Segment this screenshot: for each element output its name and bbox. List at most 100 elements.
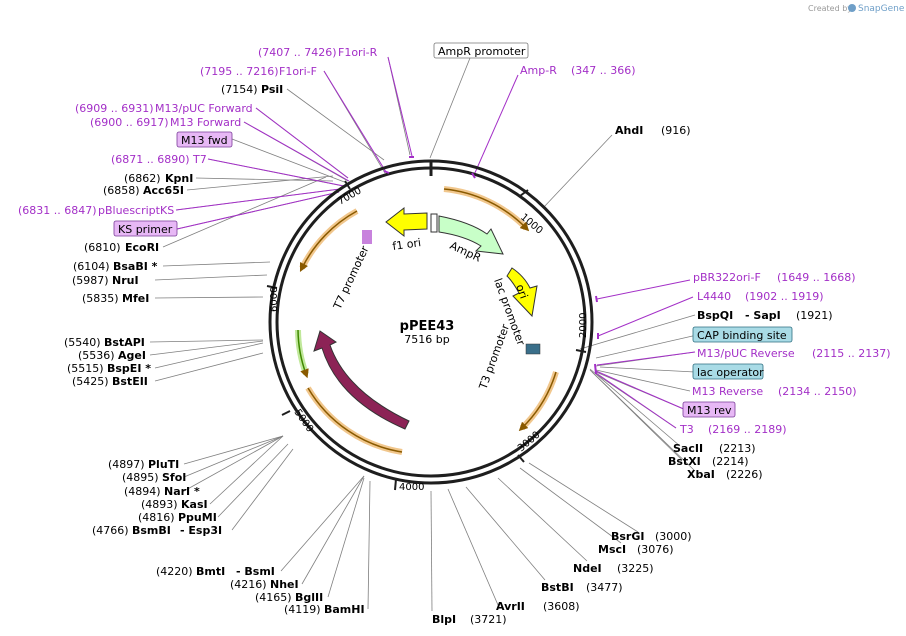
bsabi-name: BsaBI * — [113, 260, 158, 273]
kasi-name: KasI — [181, 498, 208, 511]
bstbi-name: BstBI — [541, 581, 574, 594]
ori-arrow — [506, 267, 538, 318]
f1ori-f-range: (7195 .. 7216) — [200, 65, 279, 78]
ecori-pos: (6810) — [84, 241, 121, 254]
m13puc-rev-range: (2115 .. 2137) — [812, 347, 891, 360]
sapi-name: - SapI — [745, 309, 781, 322]
f1ori-f-name: F1ori-F — [279, 65, 317, 78]
kasi-pos: (4893) — [141, 498, 178, 511]
amp-promoter-box — [430, 213, 438, 233]
psii-name: PsiI — [261, 83, 283, 96]
nhei-name: NheI — [270, 578, 299, 591]
m13-rev-primer: M13 rev — [687, 404, 732, 417]
amp-r-name: Amp-R — [520, 64, 557, 77]
amds-arrow — [313, 330, 410, 430]
promoter-arcs — [295, 186, 559, 455]
ampr-arrow — [438, 215, 504, 255]
label-t7-promoter: T7 promoter — [331, 243, 372, 312]
cap-site-box — [692, 326, 793, 343]
pbr322ori-name: pBR322ori-F — [693, 271, 761, 284]
plasmid-size: 7516 bp — [404, 333, 449, 346]
avrii-name: AvrII — [496, 600, 525, 613]
bsabi-pos: (6104) — [73, 260, 110, 273]
primer-leader-lines — [175, 56, 696, 429]
avrii-pos: (3608) — [543, 600, 580, 613]
pluti-name: PluTI — [148, 458, 179, 471]
snapgene-logo-icon — [848, 4, 856, 12]
f1ori-r-range: (7407 .. 7426) — [258, 46, 337, 59]
bsteii-name: BstEII — [112, 375, 148, 388]
t7-promoter-arc — [299, 208, 359, 270]
xbai-name: XbaI — [687, 468, 715, 481]
t7-name: T7 — [192, 153, 207, 166]
bstbi-pos: (3477) — [586, 581, 623, 594]
nrui-name: NruI — [112, 274, 139, 287]
position-ticks — [266, 180, 587, 491]
bstapi-name: BstAPI — [104, 336, 145, 349]
bspei-pos: (5515) — [67, 362, 104, 375]
m13-rev-box — [682, 401, 736, 418]
bsmi-name: - BsmI — [236, 565, 275, 578]
acc65i-pos: (6858) — [103, 184, 140, 197]
mcs-cluster-right — [525, 343, 541, 355]
ahdi-name: AhdI — [615, 124, 643, 137]
ks-primer: KS primer — [118, 223, 173, 236]
m13-fwd-box — [176, 131, 233, 148]
bglii-name: BglII — [295, 591, 323, 604]
kpni-pos: (6862) — [124, 172, 161, 185]
bamhi-name: BamHI — [324, 603, 365, 616]
right-labels: BlpI (3721) AvrII (3608) BstBI (3477) Nd… — [432, 64, 891, 626]
lac-operator-box — [692, 363, 764, 380]
tick-6000: 6000 — [269, 287, 280, 312]
bsrgi-pos: (3000) — [655, 530, 692, 543]
m13-fwd-name: M13 Forward — [170, 116, 241, 129]
bspqi-pos: (1921) — [796, 309, 833, 322]
m13-reverse-name: M13 Reverse — [692, 385, 763, 398]
m13-fwd-primer: M13 fwd — [181, 134, 228, 147]
ks-primer-box — [113, 220, 178, 237]
lac-operator: lac operator — [697, 366, 764, 379]
bspei-name: BspEI * — [107, 362, 151, 375]
credit-brand: SnapGene — [858, 4, 905, 14]
amp-r-range: (347 .. 366) — [571, 64, 636, 77]
feature-arrows — [313, 206, 541, 430]
nari-pos: (4894) — [124, 485, 161, 498]
msci-pos: (3076) — [637, 543, 674, 556]
xbai-pos: (2226) — [726, 468, 763, 481]
m13puc-fwd-range: (6909 .. 6931) — [75, 102, 154, 115]
pbluescriptks-range: (6831 .. 6847) — [18, 204, 97, 217]
bsmbi-pos: (4766) — [92, 524, 129, 537]
label-ori: ori — [513, 283, 530, 301]
terminator-arc — [295, 329, 309, 376]
msci-name: MscI — [598, 543, 626, 556]
tick-2000: 2000 — [578, 313, 589, 338]
l4440-name: L4440 — [697, 290, 731, 303]
m13-fwd-range: (6900 .. 6917) — [90, 116, 169, 129]
l4440-range: (1902 .. 1919) — [745, 290, 824, 303]
ppumi-pos: (4816) — [138, 511, 175, 524]
ndei-name: NdeI — [573, 562, 602, 575]
acc65i-name: Acc65I — [143, 184, 184, 197]
nrui-pos: (5987) — [72, 274, 109, 287]
cap-binding-site: CAP binding site — [697, 329, 787, 342]
psii-pos: (7154) — [221, 83, 258, 96]
bamhi-pos: (4119) — [284, 603, 321, 616]
nhei-pos: (4216) — [230, 578, 267, 591]
bstxi-pos: (2214) — [712, 455, 749, 468]
kpni-name: KpnI — [165, 172, 193, 185]
bmti-pos: (4220) — [156, 565, 193, 578]
blpi-name: BlpI — [432, 613, 456, 626]
ecori-name: EcoRI — [125, 241, 159, 254]
mfei-name: MfeI — [122, 292, 149, 305]
t3-range: (2169 .. 2189) — [708, 423, 787, 436]
sacii-name: SacII — [673, 442, 703, 455]
primer-marks — [383, 156, 599, 375]
agei-name: AgeI — [118, 349, 146, 362]
ampr-promoter-box — [433, 42, 529, 59]
snapgene-credit: Created by SnapGene — [808, 4, 905, 14]
label-t3-promoter: T3 promoter — [476, 322, 512, 392]
bstapi-pos: (5540) — [64, 336, 101, 349]
bsteii-pos: (5425) — [72, 375, 109, 388]
m13puc-rev-name: M13/pUC Reverse — [697, 347, 795, 360]
sacii-pos: (2213) — [719, 442, 756, 455]
